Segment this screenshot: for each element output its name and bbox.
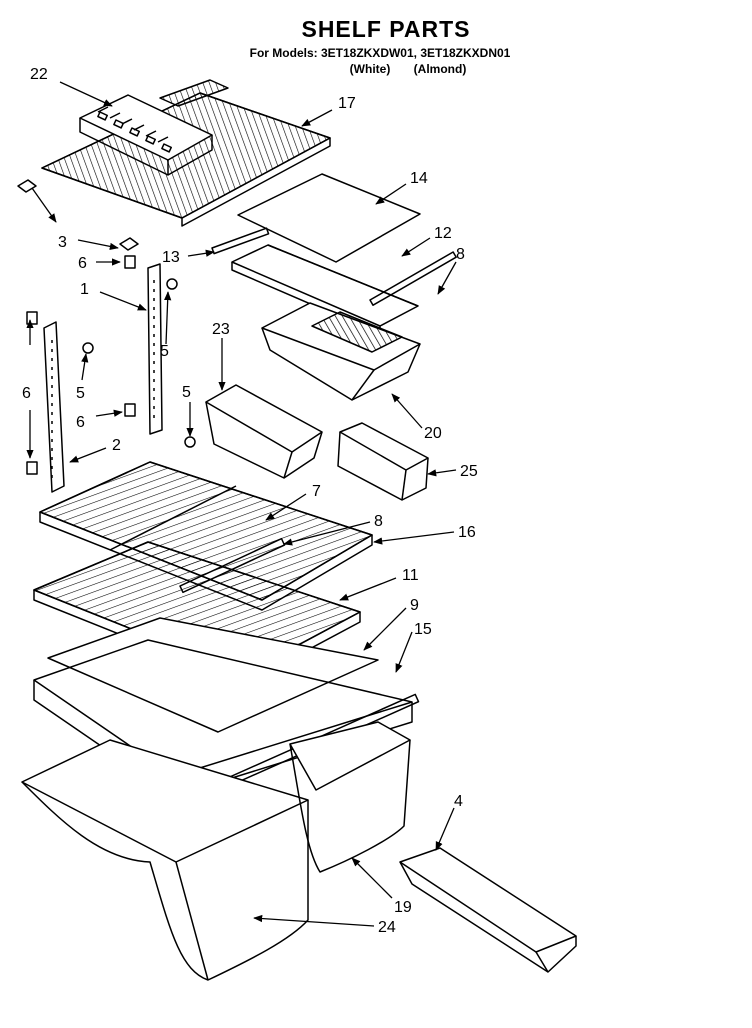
part-13-rail: [211, 227, 270, 255]
part-5-screws: [82, 278, 196, 448]
part-25-small-bin: [337, 422, 429, 501]
callout-19: 19: [394, 899, 412, 916]
part-24-crisper-drawer: [21, 739, 309, 981]
callout-8-lower: 8: [374, 513, 383, 530]
leader-lines: [26, 81, 457, 927]
callout-5-left: 5: [76, 385, 85, 402]
part-8-rail-upper: [369, 251, 457, 306]
callout-22: 22: [30, 66, 48, 83]
callout-24: 24: [378, 919, 396, 936]
callout-6-top: 6: [78, 255, 87, 272]
callout-15: 15: [414, 621, 432, 638]
callout-6-mid: 6: [76, 414, 85, 431]
part-9-glass-cover: [47, 617, 379, 733]
callout-7: 7: [312, 483, 321, 500]
callout-20: 20: [424, 425, 442, 442]
callout-2: 2: [112, 437, 121, 454]
part-14-glass-shelf: [237, 173, 421, 263]
part-3-support-pins: [17, 179, 139, 251]
page-title: SHELF PARTS: [301, 16, 471, 42]
callout-25: 25: [460, 463, 478, 480]
part-23-bin: [205, 384, 323, 479]
part-22-egg-tray: [79, 94, 213, 176]
callout-3: 3: [58, 234, 67, 251]
model-colors: (White) (Almond): [32, 62, 752, 76]
callout-11: 11: [402, 567, 419, 584]
color-almond: (Almond): [413, 62, 467, 76]
callout-labels: 22 17 14 3 13 12 6 8 1 23 5 6 5 5 6 20 2…: [22, 66, 478, 936]
callout-16: 16: [458, 524, 476, 541]
callout-5-lower: 5: [182, 384, 191, 401]
callout-4: 4: [454, 793, 463, 810]
callout-23: 23: [212, 321, 230, 338]
callout-8-upper: 8: [456, 246, 465, 263]
color-white: (White): [349, 62, 391, 76]
part-1-vertical-support: [124, 255, 163, 435]
part-2-vertical-support: [26, 311, 65, 493]
callout-13: 13: [162, 249, 180, 266]
callout-5-right: 5: [160, 343, 169, 360]
callout-9: 9: [410, 597, 419, 614]
part-4-tray: [399, 847, 577, 973]
callout-6-left: 6: [22, 385, 31, 402]
part-19-crisper-drawer: [289, 721, 411, 873]
callout-14: 14: [410, 170, 428, 187]
callout-12: 12: [434, 225, 452, 242]
model-numbers: For Models: 3ET18ZKXDW01, 3ET18ZKXDN01: [249, 46, 511, 60]
callout-17: 17: [338, 95, 356, 112]
callout-1: 1: [80, 281, 89, 298]
part-20-meat-drawer: [261, 302, 421, 401]
